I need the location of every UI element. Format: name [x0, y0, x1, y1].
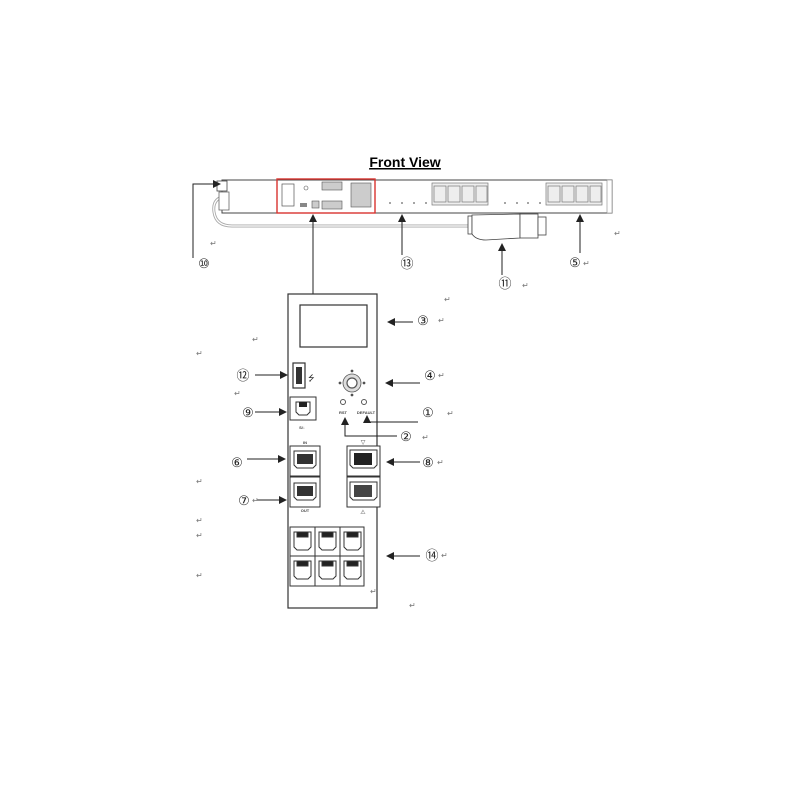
input-plug — [467, 213, 547, 241]
cable-clamp — [218, 191, 230, 211]
return-mark: ↵ — [196, 349, 203, 358]
cable-gland — [216, 180, 228, 192]
return-mark: ↵ — [234, 389, 241, 398]
callout-12: ⑫ — [236, 368, 249, 383]
out-label: OUT — [301, 508, 310, 513]
rst-button — [340, 399, 346, 405]
outlet-group-2 — [545, 182, 603, 206]
return-mark: ↵ — [437, 458, 444, 467]
callout-2-line — [341, 417, 397, 437]
in-port — [289, 445, 321, 477]
network-port-2 — [346, 476, 381, 508]
return-mark: ↵ — [196, 531, 203, 540]
return-mark: ↵ — [444, 295, 451, 304]
control-panel-highlight — [276, 178, 376, 214]
outlet-group-1 — [431, 182, 489, 206]
callout-1: ① — [422, 405, 434, 420]
end-bracket — [606, 179, 613, 214]
return-mark: ↵ — [614, 229, 621, 238]
out-port — [289, 476, 321, 508]
callout-2: ② — [400, 429, 412, 444]
network-icon: ⚠ — [360, 509, 366, 516]
return-mark: ↵ — [522, 281, 529, 290]
return-mark: ↵ — [438, 371, 445, 380]
network-port-1 — [346, 445, 381, 477]
in-label: IN — [303, 440, 307, 445]
return-mark: ↵ — [422, 433, 429, 442]
rst-label: RST — [339, 410, 348, 415]
lcd-display — [299, 304, 368, 348]
status-led-row-2 — [504, 202, 541, 204]
callout-6: ⑥ — [231, 455, 243, 470]
pdu-bar — [212, 178, 613, 241]
callout-8: ⑧ — [422, 455, 434, 470]
return-mark: ↵ — [583, 259, 590, 268]
usb-icon: ⭍ — [308, 374, 315, 383]
callout-9: ⑨ — [242, 405, 254, 420]
default-button — [361, 399, 367, 405]
callout-1-line — [363, 415, 418, 423]
callout-10-line — [192, 180, 221, 258]
return-mark: ↵ — [252, 496, 259, 505]
return-mark: ↵ — [441, 551, 448, 560]
return-mark: ↵ — [370, 587, 377, 596]
callout-11: ⑪ — [498, 276, 511, 291]
return-mark: ↵ — [196, 516, 203, 525]
status-led-row-1 — [389, 202, 427, 204]
return-mark: ↵ — [438, 316, 445, 325]
return-marks: ↵ ↵ ↵ ↵ ↵ ↵ ↵ ↵ ↵ ↵ ↵ ↵ ↵ ↵ ↵ ↵ ↵ ↵ ↵ ↵ … — [196, 229, 621, 610]
return-mark: ↵ — [252, 335, 259, 344]
mini-display — [281, 183, 295, 207]
sensor-port-grid — [289, 526, 365, 587]
diagram-title: Front View — [369, 154, 440, 170]
return-mark: ↵ — [210, 239, 217, 248]
return-mark: ↵ — [409, 601, 416, 610]
callout-4: ④ — [424, 368, 436, 383]
callout-10: ⑩ — [198, 256, 210, 271]
serial-label: S/↓ — [299, 425, 305, 430]
serial-port — [289, 396, 317, 421]
control-panel-enlarged: ⭍ RST DEFAULT S/↓ IN OUT ▽ — [287, 293, 381, 609]
default-label: DEFAULT — [357, 410, 376, 415]
network-icon: ▽ — [361, 440, 366, 446]
callout-3: ③ — [417, 313, 429, 328]
callout-14: ⑭ — [425, 548, 438, 563]
callout-13: ⑬ — [400, 256, 413, 271]
joystick — [338, 369, 366, 397]
callout-7: ⑦ — [238, 493, 250, 508]
return-mark: ↵ — [196, 571, 203, 580]
return-mark: ↵ — [447, 409, 454, 418]
return-mark: ↵ — [196, 477, 203, 486]
callout-5: ⑤ — [569, 255, 581, 270]
